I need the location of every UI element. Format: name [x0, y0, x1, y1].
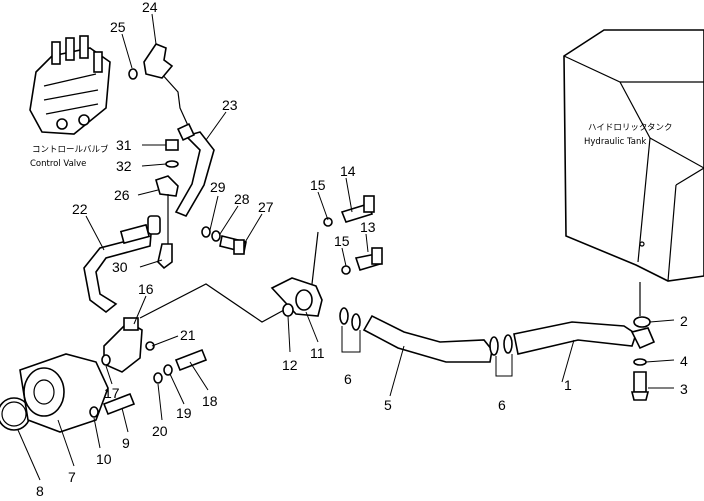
callout-17: 17 — [104, 385, 120, 401]
callout-6a: 6 — [344, 371, 352, 387]
callout-30: 30 — [112, 259, 128, 275]
leader-lines — [17, 13, 675, 481]
callout-18: 18 — [202, 393, 218, 409]
tank-label-en: Hydraulic Tank — [584, 137, 646, 147]
callout-28: 28 — [234, 191, 250, 207]
callout-27: 27 — [258, 199, 274, 215]
callout-14: 14 — [340, 163, 356, 179]
callout-26: 26 — [114, 187, 130, 203]
control-valve-label-en: Control Valve — [30, 159, 86, 169]
callout-20: 20 — [152, 423, 168, 439]
callout-24: 24 — [142, 0, 158, 15]
callout-16: 16 — [138, 281, 154, 297]
callout-3: 3 — [680, 381, 688, 397]
hose-23 — [159, 71, 215, 217]
hose-5 — [339, 307, 493, 363]
callout-1: 1 — [564, 377, 572, 393]
callout-15a: 15 — [310, 177, 326, 193]
fitting-stack — [155, 139, 179, 270]
hose-22 — [83, 215, 161, 314]
callout-29: 29 — [210, 179, 226, 195]
hydraulic-pump — [0, 317, 208, 433]
callout-6b: 6 — [498, 397, 506, 413]
bolt-27 — [201, 226, 247, 255]
tank-label-jp: ハイドロリックタンク — [588, 123, 673, 133]
callout-12: 12 — [282, 357, 298, 373]
fitting-11 — [270, 195, 383, 317]
callout-23: 23 — [222, 97, 238, 113]
hose-1 — [489, 282, 656, 401]
callout-32: 32 — [116, 158, 132, 174]
callout-19: 19 — [176, 405, 192, 421]
callout-4: 4 — [680, 353, 688, 369]
callout-8: 8 — [36, 483, 44, 499]
callout-22: 22 — [72, 201, 88, 217]
callout-5: 5 — [384, 397, 392, 413]
elbow-24 — [128, 43, 174, 80]
callout-15b: 15 — [334, 233, 350, 249]
callout-10: 10 — [96, 451, 112, 467]
callout-11: 11 — [310, 345, 325, 361]
callout-9: 9 — [122, 435, 130, 451]
callout-7: 7 — [68, 469, 76, 485]
callout-31: 31 — [116, 137, 132, 153]
callout-2: 2 — [680, 313, 688, 329]
control-valve-label-jp: コントロールバルブ — [32, 144, 109, 155]
callout-25: 25 — [110, 19, 126, 35]
control-valve — [29, 35, 111, 135]
callout-21: 21 — [180, 327, 196, 343]
hydraulic-tank — [563, 29, 704, 282]
line-16-11 — [139, 283, 285, 323]
callout-13: 13 — [360, 219, 376, 235]
